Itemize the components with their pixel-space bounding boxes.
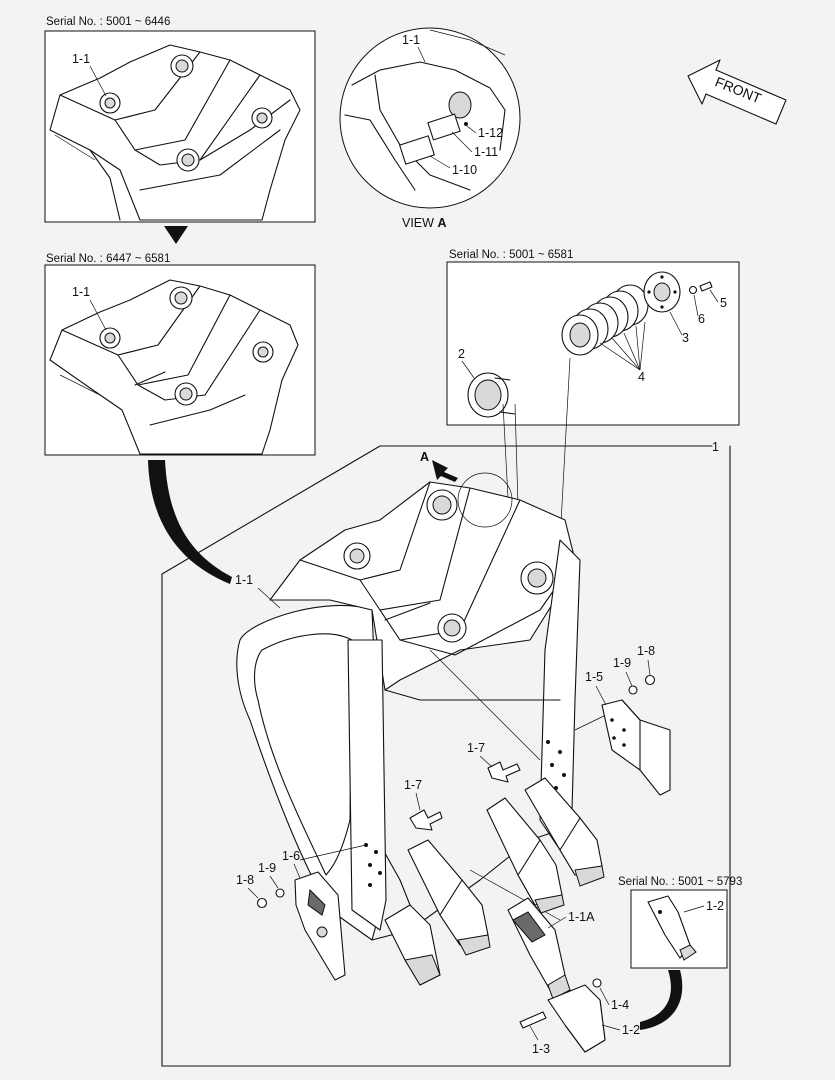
label-5: 5	[720, 296, 727, 310]
bolt-1-7-upper	[487, 761, 521, 783]
label-1-1-main: 1-1	[235, 573, 253, 587]
callout-arrow-left	[148, 460, 232, 584]
detail-box-serial-5001-6446: Serial No. : 5001 ~ 6446 1-1	[44, 16, 316, 223]
label-1-6: 1-6	[282, 849, 300, 863]
main-assembly: 1	[148, 440, 742, 1067]
serial-label-2: Serial No. : 6447 ~ 6581	[46, 253, 170, 265]
part-2-boss	[467, 372, 516, 418]
bucket-teeth	[384, 777, 605, 986]
part-3-plate	[643, 271, 681, 313]
label-1-2-box: 1-2	[706, 899, 724, 913]
label-1-10: 1-10	[452, 163, 477, 177]
detail-box-serial-5001-5793: Serial No. : 5001 ~ 5793 1-2	[618, 876, 742, 969]
label-1-7-upper: 1-7	[467, 741, 485, 755]
down-arrow-icon	[164, 226, 188, 244]
label-1: 1	[712, 440, 719, 454]
bucket-top-sketch-2	[49, 279, 299, 455]
detail-box-serial-5001-6581: Serial No. : 5001 ~ 6581 2	[446, 249, 740, 426]
serial-label-1: Serial No. : 5001 ~ 6446	[46, 16, 170, 28]
label-1-1-mid: 1-1	[72, 285, 90, 299]
arrow-letter-a: A	[420, 450, 429, 464]
serial-label-4: Serial No. : 5001 ~ 5793	[618, 876, 742, 888]
label-1-5: 1-5	[585, 670, 603, 684]
label-1-2: 1-2	[622, 1023, 640, 1037]
front-direction-arrow: FRONT	[687, 59, 787, 125]
label-1-8-left: 1-8	[236, 873, 254, 887]
view-prefix: VIEW	[402, 216, 434, 230]
label-3: 3	[682, 331, 689, 345]
label-2: 2	[458, 347, 465, 361]
part-1-6-side-cutter	[256, 871, 346, 981]
part-4-shims	[561, 284, 649, 356]
serial-label-3: Serial No. : 5001 ~ 6581	[449, 249, 573, 261]
label-1-1-top: 1-1	[72, 52, 90, 66]
detail-box-serial-6447-6581: Serial No. : 6447 ~ 6581 1-1	[44, 253, 316, 456]
label-1-12: 1-12	[478, 126, 503, 140]
label-1-3: 1-3	[532, 1042, 550, 1056]
label-1-8-right: 1-8	[637, 644, 655, 658]
part-1-2-adapter	[519, 978, 606, 1053]
part-1-1A-tooth	[507, 897, 571, 1000]
view-a-arrow-icon	[432, 460, 458, 482]
label-1-9-left: 1-9	[258, 861, 276, 875]
label-1-11: 1-11	[474, 145, 498, 159]
label-1-1A: 1-1A	[568, 910, 595, 924]
view-a-caption: VIEW A	[402, 216, 446, 230]
bucket-top-sketch-1	[49, 44, 301, 221]
label-1-4: 1-4	[611, 998, 629, 1012]
label-1-1-view: 1-1	[402, 33, 420, 47]
bolt-1-7-lower	[409, 809, 443, 831]
part-1-5-side-cutter	[601, 674, 671, 796]
label-4: 4	[638, 370, 645, 384]
label-1-7-lower: 1-7	[404, 778, 422, 792]
label-1-9-right: 1-9	[613, 656, 631, 670]
callout-arrow-right	[640, 970, 683, 1030]
view-letter: A	[437, 216, 446, 230]
view-a-detail: 1-1 1-12 1-11 1-10 VIEW A	[339, 27, 521, 230]
label-6: 6	[698, 312, 705, 326]
